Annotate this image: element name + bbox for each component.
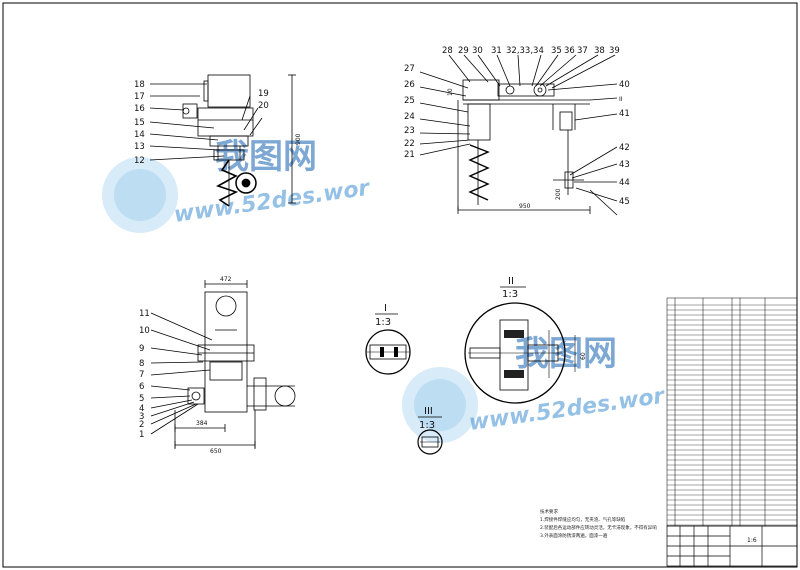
callout-21: 21 xyxy=(404,150,415,160)
callout-7: 7 xyxy=(139,370,144,380)
parts-list-rows xyxy=(667,304,797,526)
dim-side-width: 950 xyxy=(519,203,531,210)
callout-10: 10 xyxy=(139,326,150,336)
dim-top-650: 650 xyxy=(210,448,222,455)
callout-37: 37 xyxy=(577,46,588,56)
detail-ii-scale: 1:3 xyxy=(502,289,518,300)
callout-25: 25 xyxy=(404,96,415,106)
notes-line-2: 2.装配后各运动部件应转动灵活，无卡滞现象，不得有异响 xyxy=(540,524,657,531)
detail-ii-dim: 60 xyxy=(580,352,587,360)
callout-6: 6 xyxy=(139,382,144,392)
side-view-labels: 28 29 30 31 32,33,34 35 36 37 38 39 27 2… xyxy=(404,46,630,210)
notes-title: 技术要求 xyxy=(540,508,558,515)
callout-35: 35 xyxy=(551,46,562,56)
detail-iii: III 1:3 xyxy=(417,406,443,455)
callout-18: 18 xyxy=(134,80,145,90)
title-block-scale: 1:6 xyxy=(747,537,757,544)
section-mark-ii: II xyxy=(619,96,623,103)
callout-45: 45 xyxy=(619,197,630,207)
callout-13: 13 xyxy=(134,142,145,152)
dim-top-384: 384 xyxy=(196,420,208,427)
callout-1: 1 xyxy=(139,430,144,440)
callout-24: 24 xyxy=(404,112,415,122)
top-view-labels: 11 10 9 8 7 6 5 4 3 2 1 472 384 650 xyxy=(139,276,232,455)
side-view xyxy=(419,54,618,216)
callout-38: 38 xyxy=(594,46,605,56)
callout-28: 28 xyxy=(442,46,453,56)
callout-40: 40 xyxy=(619,80,630,90)
detail-i: I 1:3 xyxy=(365,303,411,375)
watermark-url-bottom: www.52des.wor xyxy=(467,384,667,436)
callout-14: 14 xyxy=(134,130,145,140)
callout-17: 17 xyxy=(134,92,145,102)
detail-i-scale: 1:3 xyxy=(375,317,391,328)
callout-4: 4 xyxy=(139,404,144,414)
front-view xyxy=(149,74,296,207)
detail-iii-title: III xyxy=(424,406,433,417)
front-view-labels: 18 17 16 15 14 13 12 19 20 900 xyxy=(134,80,302,166)
callout-5: 5 xyxy=(139,394,144,404)
parts-list xyxy=(666,297,798,527)
callout-29: 29 xyxy=(458,46,469,56)
dim-side-center: 200 xyxy=(555,188,562,200)
detail-iii-scale: 1:3 xyxy=(419,420,435,431)
callout-27: 27 xyxy=(404,64,415,74)
technical-notes: 技术要求 1.焊接件焊缝应均匀，无夹渣、气孔等缺陷 2.装配后各运动部件应转动灵… xyxy=(540,508,657,539)
top-view xyxy=(150,280,296,449)
callout-22: 22 xyxy=(404,139,415,149)
callout-42: 42 xyxy=(619,143,630,153)
detail-i-title: I xyxy=(384,303,387,314)
callout-39: 39 xyxy=(609,46,620,56)
notes-line-3: 3.外表面涂防锈漆两遍，面漆一遍 xyxy=(540,532,608,539)
notes-line-1: 1.焊接件焊缝应均匀，无夹渣、气孔等缺陷 xyxy=(540,516,626,523)
callout-19: 19 xyxy=(258,89,269,99)
watermark-cn-bottom: 我图网 xyxy=(515,334,617,374)
callout-12: 12 xyxy=(134,156,145,166)
watermark-bottom: 我图网 www.52des.wor xyxy=(402,334,667,443)
callout-9: 9 xyxy=(139,344,144,354)
watermark-cn-top: 我图网 xyxy=(215,137,317,177)
callout-16: 16 xyxy=(134,104,145,114)
callout-41: 41 xyxy=(619,109,630,119)
callout-20: 20 xyxy=(258,101,269,111)
title-block xyxy=(666,525,798,567)
detail-ii-title: II xyxy=(508,276,514,287)
dim-front-height: 900 xyxy=(295,133,302,145)
callout-26: 26 xyxy=(404,80,415,90)
callout-23: 23 xyxy=(404,126,415,136)
callout-15: 15 xyxy=(134,118,145,128)
callout-44: 44 xyxy=(619,178,630,188)
callout-3: 3 xyxy=(139,412,144,422)
callout-31: 31 xyxy=(491,46,502,56)
callout-30: 30 xyxy=(472,46,483,56)
callout-43: 43 xyxy=(619,160,630,170)
callout-11: 11 xyxy=(139,309,150,319)
dim-side-left: 10 xyxy=(447,88,454,96)
callout-32-34: 32,33,34 xyxy=(506,46,544,56)
callout-8: 8 xyxy=(139,359,144,369)
callout-2: 2 xyxy=(139,420,144,430)
detail-ii: II 1:3 60 xyxy=(464,276,587,404)
watermark-url-top: www.52des.wor xyxy=(172,176,372,228)
dim-top-472: 472 xyxy=(220,276,232,283)
callout-36: 36 xyxy=(564,46,575,56)
